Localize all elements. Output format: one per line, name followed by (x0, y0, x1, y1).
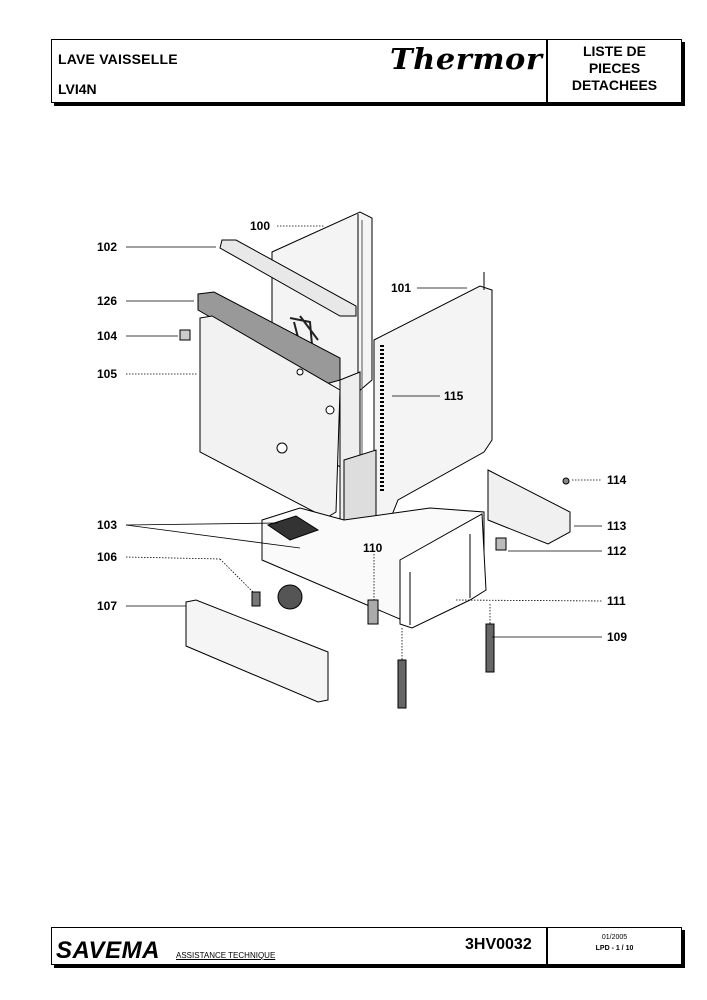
header-box: LAVE VAISSELLE LVI4N Thermor LISTE DE PI… (51, 39, 682, 103)
label-103: 103 (97, 518, 117, 532)
label-100: 100 (250, 219, 270, 233)
part-114-screw (562, 477, 570, 485)
part-109-foot-left (397, 659, 407, 709)
department-label: ASSISTANCE TECHNIQUE (176, 951, 276, 960)
brand-logo: Thermor (390, 42, 543, 76)
label-101: 101 (391, 281, 411, 295)
document-type-line-1: LISTE DE (582, 43, 646, 59)
label-113: 113 (607, 519, 627, 533)
label-126: 126 (97, 294, 117, 308)
label-112: 112 (607, 544, 627, 558)
label-102: 102 (97, 240, 117, 254)
document-type-line-2: PIECES (588, 60, 641, 76)
part-102-top-rail (219, 239, 357, 317)
part-105-door-panel (199, 315, 341, 519)
label-111: 111 (607, 594, 626, 608)
part-111-base-frame (399, 513, 487, 629)
label-110: 110 (363, 541, 383, 555)
label-107: 107 (97, 599, 117, 613)
part-107-kick-plate (185, 599, 329, 703)
label-109: 109 (607, 630, 627, 644)
label-114: 114 (607, 473, 627, 487)
footer-meta: 01/2005 LPD - 1 / 10 (546, 928, 681, 964)
label-104: 104 (97, 329, 117, 343)
document-type: LISTE DE PIECES DETACHEES (546, 40, 681, 102)
part-113-bracket (487, 469, 571, 545)
document-code: 3HV0032 (465, 936, 532, 953)
appliance-title: LAVE VAISSELLE (58, 51, 178, 67)
part-104-clip (179, 329, 191, 341)
document-date: 01/2005 (601, 934, 628, 941)
part-112-clip (495, 537, 507, 551)
part-101-side-panel (373, 285, 493, 521)
label-106: 106 (97, 550, 117, 564)
document-type-line-3: DETACHEES (571, 77, 658, 93)
header-left: LAVE VAISSELLE LVI4N Thermor (52, 40, 546, 102)
label-105: 105 (97, 367, 117, 381)
model-number: LVI4N (58, 81, 97, 97)
part-106-pump (277, 584, 303, 610)
footer-box: SAVEMA ASSISTANCE TECHNIQUE 3HV0032 01/2… (51, 927, 682, 965)
company-logo: SAVEMA (56, 937, 160, 964)
part-110-component (367, 599, 379, 625)
part-109-foot-right (485, 623, 495, 673)
page-number: LPD - 1 / 10 (595, 945, 634, 952)
label-115: 115 (444, 389, 464, 403)
